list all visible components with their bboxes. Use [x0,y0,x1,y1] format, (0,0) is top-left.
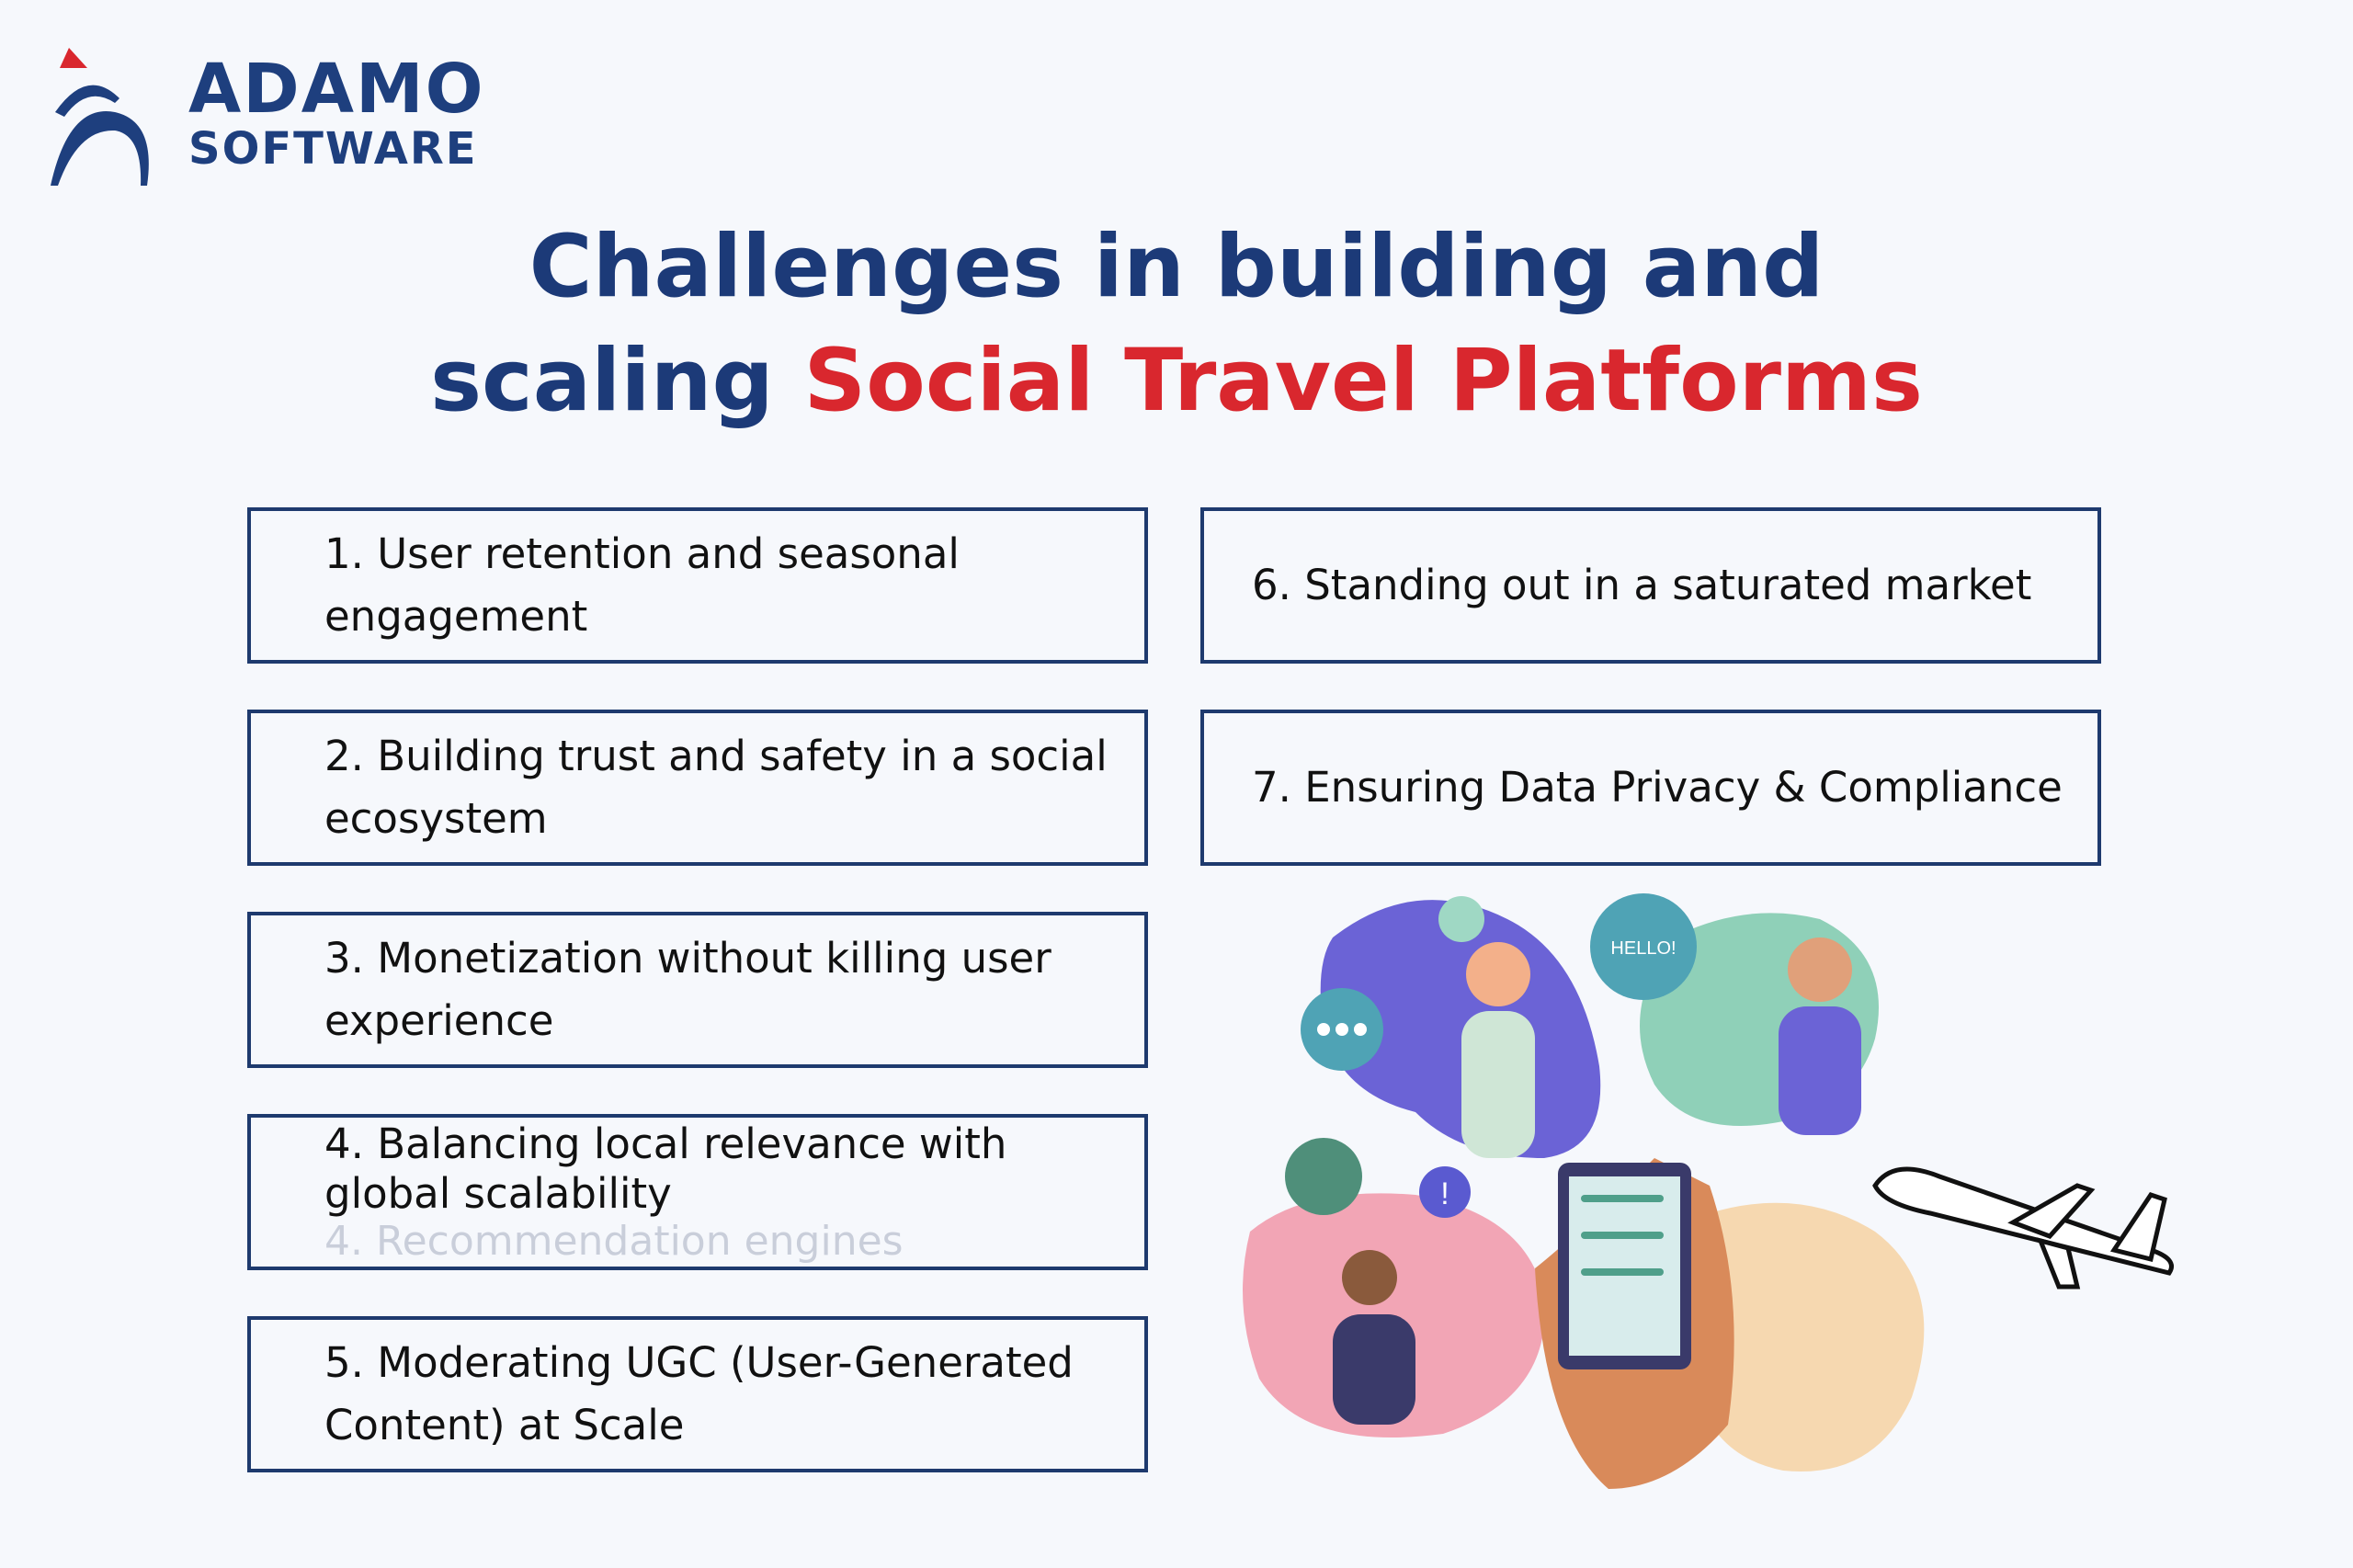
challenge-card-7: 7. Ensuring Data Privacy & Compliance [1200,710,2101,866]
page-title-line2: scaling Social Travel Platforms [0,338,2353,425]
challenge-card-2: 2. Building trust and safety in a social… [247,710,1148,866]
challenge-card-4: 4. Balancing local relevance with global… [247,1114,1148,1270]
challenge-card-3: 3. Monetization without killing user exp… [247,912,1148,1068]
challenge-card-5: 5. Moderating UGC (User-Generated Conten… [247,1316,1148,1472]
page-title-line1: Challenges in building and [529,217,1824,317]
title-prefix: scaling [430,331,804,431]
person-body [1333,1314,1415,1425]
alert-bubble-text: ! [1440,1176,1449,1211]
logo-word-adamo: ADAMO [188,50,485,129]
ghost-text: 4. Recommendation engines [324,1218,904,1265]
challenge-label: 4. Balancing local relevance with global… [324,1119,1007,1218]
challenge-label: 6. Standing out in a saturated market [1252,561,2032,609]
logo-word-software: SOFTWARE [188,123,478,175]
logo-mark-icon [51,48,149,186]
challenge-label: 3. Monetization without killing user exp… [324,934,1051,1045]
challenge-label: 5. Moderating UGC (User-Generated Conten… [324,1338,1074,1449]
hello-bubble-icon [1590,893,1697,1000]
challenge-label: 7. Ensuring Data Privacy & Compliance [1252,763,2063,812]
person-body [1779,1006,1861,1135]
challenge-card-1: 1. User retention and seasonal engagemen… [247,507,1148,664]
challenge-card-6: 6. Standing out in a saturated market [1200,507,2101,664]
peach-blob [1688,1202,1925,1471]
social-travel-illustration: HELLO! ! [1243,893,2174,1489]
person-head [1466,942,1530,1006]
hello-bubble-text: HELLO! [1610,938,1676,959]
title-highlight: Social Travel Platforms [803,331,1923,431]
challenge-label: 2. Building trust and safety in a social… [324,732,1108,843]
brand-logo: ADAMO SOFTWARE [51,48,529,186]
person-head [1342,1250,1397,1305]
challenge-label: 1. User retention and seasonal engagemen… [324,529,960,641]
person-body [1461,1011,1535,1158]
airplane-icon [1872,1166,2174,1290]
person-head [1788,937,1852,1002]
